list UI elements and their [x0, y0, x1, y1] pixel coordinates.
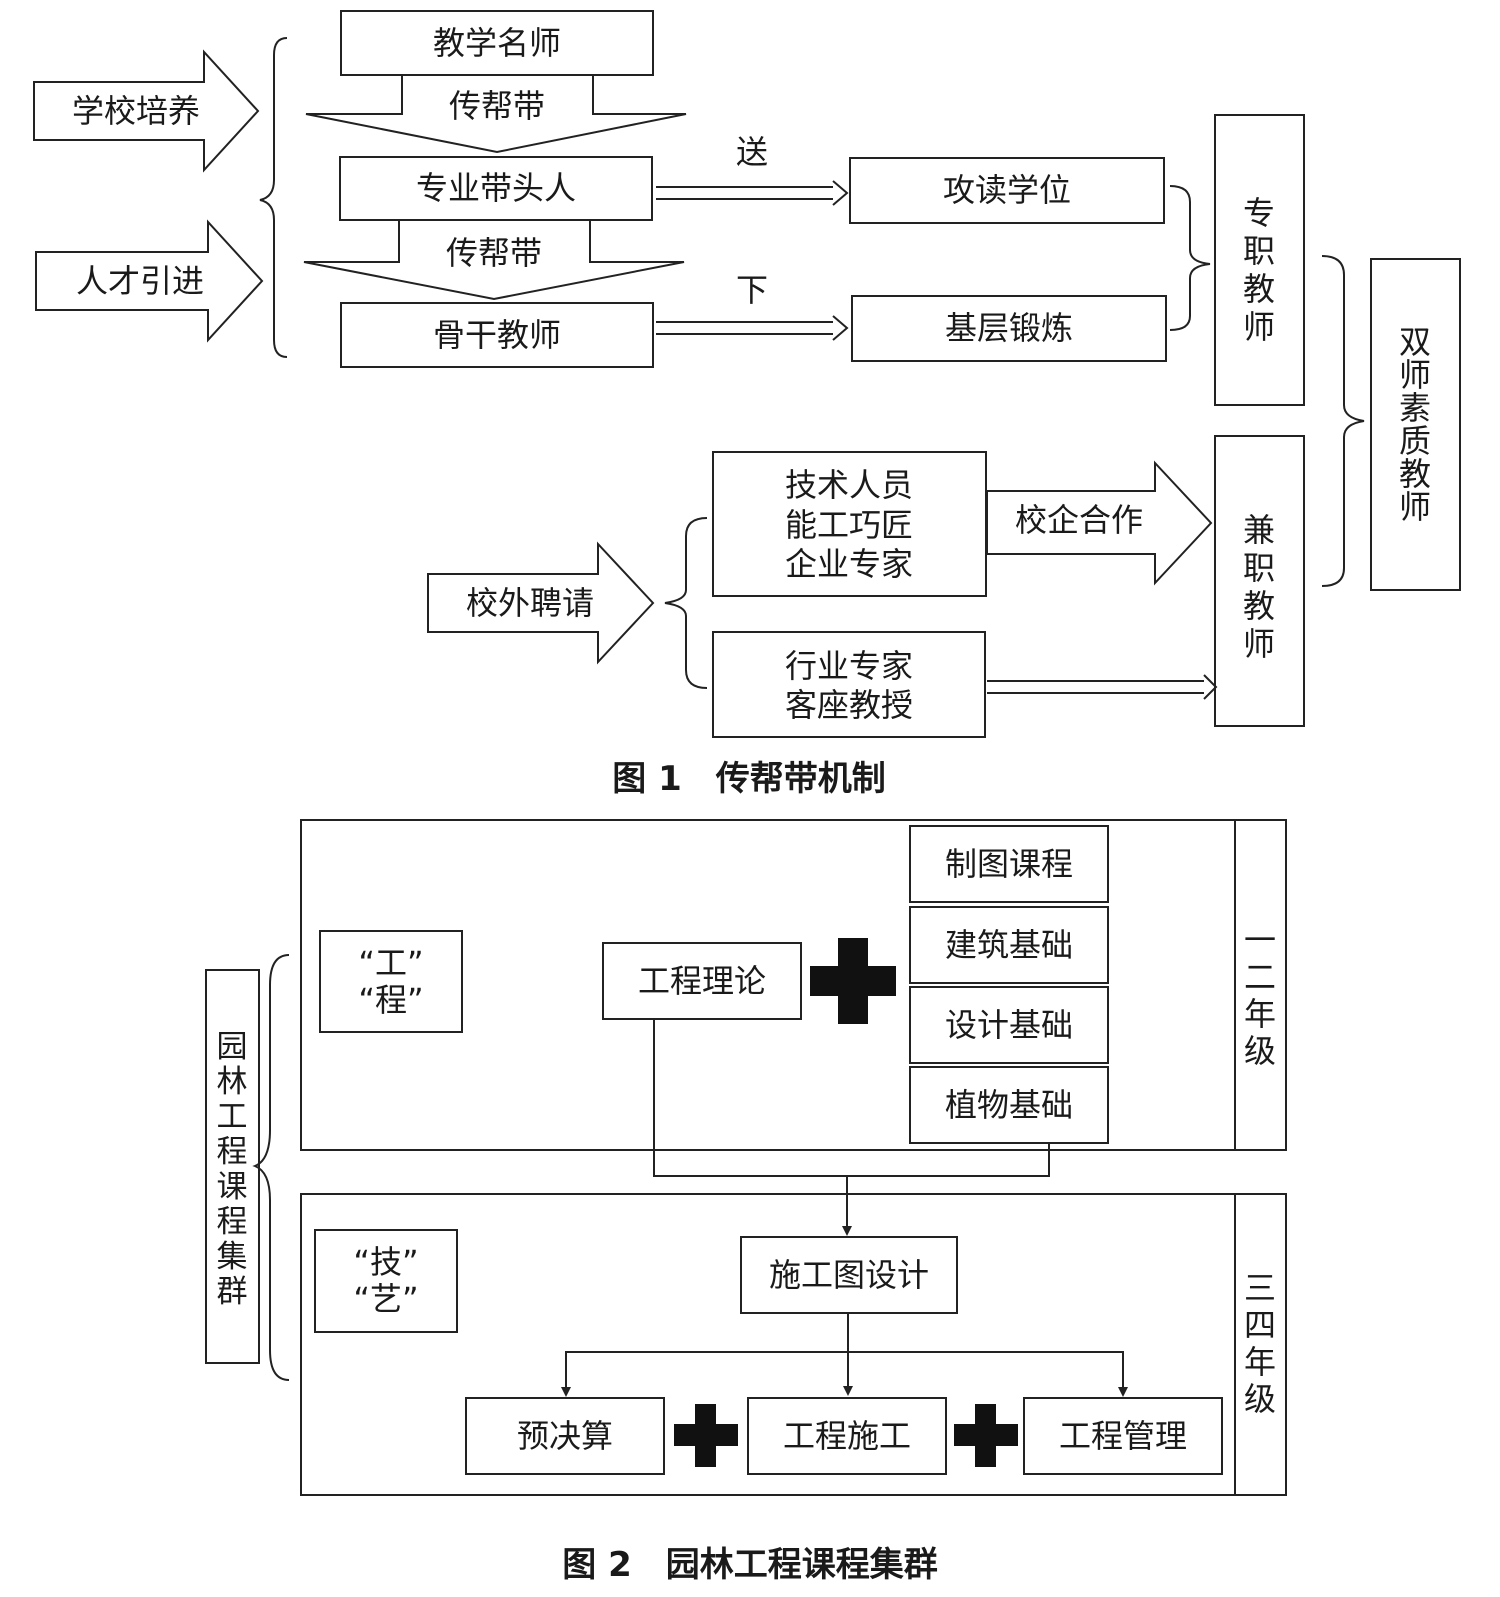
- full-time-brace: [1169, 185, 1211, 331]
- figure-2-caption: 图 2 园林工程课程集群: [562, 1545, 938, 1585]
- lower-tag-line-1: “技”: [353, 1243, 418, 1281]
- merge-connector: [653, 1019, 1050, 1177]
- course-plant-label: 植物基础: [945, 1086, 1073, 1124]
- dual-brace: [1321, 255, 1365, 587]
- plus-icon: [954, 1404, 1018, 1467]
- full-time-teacher-box: [1214, 114, 1305, 406]
- course-box-architecture: [909, 906, 1109, 984]
- construction-box: [747, 1397, 947, 1475]
- upper-panel: [300, 819, 1287, 1151]
- lower-grade-label: 三四年级: [1244, 1269, 1276, 1418]
- external-hiring-label: 校外聘请: [466, 584, 594, 622]
- upper-grade-label: 一二年级: [1244, 921, 1276, 1070]
- external-hiring-arrow: [427, 541, 655, 665]
- upper-tag-line-2: “程”: [358, 981, 423, 1019]
- course-drawing-label: 制图课程: [945, 845, 1073, 883]
- engineering-theory-label: 工程理论: [638, 962, 766, 1000]
- external-group-2-line-2: 客座教授: [785, 686, 913, 724]
- send-label: 送: [736, 133, 768, 171]
- talent-introduction-arrow: [35, 219, 264, 343]
- external-group-1-line-3: 企业专家: [785, 545, 913, 583]
- full-time-teacher-label: 专职教师: [1243, 194, 1275, 346]
- lower-tag-box: [314, 1229, 458, 1333]
- backbone-teacher-box: [340, 302, 654, 368]
- cluster-label: 园林工程课程集群: [217, 1029, 248, 1310]
- dual-teacher-label: 双师素质教师: [1399, 323, 1431, 526]
- degree-study-box: [849, 157, 1165, 224]
- pass-down-label-1: 传帮带: [449, 87, 545, 125]
- school-enterprise-label: 校企合作: [1015, 501, 1143, 539]
- course-box-design: [909, 986, 1109, 1064]
- industry-expert-box: [712, 631, 986, 738]
- send-arrow: [656, 180, 849, 206]
- course-architecture-label: 建筑基础: [945, 926, 1073, 964]
- course-design-label: 设计基础: [945, 1006, 1073, 1044]
- grassroots-training-label: 基层锻炼: [945, 309, 1073, 347]
- left-brace: [259, 37, 288, 358]
- industry-arrow: [987, 674, 1218, 700]
- engineering-theory-box: [602, 942, 802, 1020]
- plus-icon: [674, 1404, 738, 1467]
- external-group-1-line-2: 能工巧匠: [785, 506, 913, 544]
- backbone-teacher-label: 骨干教师: [433, 316, 561, 354]
- down-label: 下: [736, 271, 768, 309]
- management-box: [1023, 1397, 1223, 1475]
- course-box-drawing: [909, 825, 1109, 903]
- degree-study-label: 攻读学位: [943, 171, 1071, 209]
- cluster-box: [205, 969, 260, 1364]
- lower-tag-line-2: “艺”: [353, 1280, 418, 1318]
- construction-drawing-label: 施工图设计: [769, 1256, 929, 1294]
- part-time-teacher-box: [1214, 435, 1305, 727]
- school-training-label: 学校培养: [72, 92, 200, 130]
- external-brace: [664, 517, 708, 689]
- external-group-2-line-1: 行业专家: [785, 647, 913, 685]
- course-box-plant: [909, 1066, 1109, 1144]
- pass-down-arrow-1: [305, 74, 687, 154]
- school-enterprise-arrow: [986, 460, 1213, 586]
- talent-introduction-label: 人才引进: [76, 262, 204, 300]
- lower-panel: [300, 1193, 1287, 1496]
- management-label: 工程管理: [1059, 1417, 1187, 1455]
- figure-1: [33, 10, 1461, 738]
- school-training-arrow: [33, 49, 260, 173]
- construction-label: 工程施工: [783, 1417, 911, 1455]
- grassroots-training-box: [851, 295, 1167, 362]
- discipline-leader-label: 专业带头人: [416, 169, 576, 207]
- external-group-1-line-1: 技术人员: [785, 466, 913, 504]
- part-time-teacher-label: 兼职教师: [1243, 511, 1275, 663]
- pass-down-arrow-2: [303, 219, 685, 301]
- branch-connector: [565, 1351, 1124, 1394]
- teaching-master-label: 教学名师: [433, 24, 561, 62]
- figure-2: [205, 819, 1287, 1496]
- figure-1-caption: 图 1 传帮带机制: [612, 759, 886, 799]
- cluster-brace: [252, 954, 290, 1381]
- down-arrow: [656, 315, 849, 341]
- budget-label: 预决算: [517, 1417, 613, 1455]
- budget-box: [465, 1397, 665, 1475]
- pass-down-label-2: 传帮带: [446, 234, 542, 272]
- plus-icon: [810, 938, 896, 1024]
- dual-teacher-box: [1370, 258, 1461, 591]
- upper-tag-line-1: “工”: [358, 944, 423, 982]
- upper-tag-box: [319, 930, 463, 1033]
